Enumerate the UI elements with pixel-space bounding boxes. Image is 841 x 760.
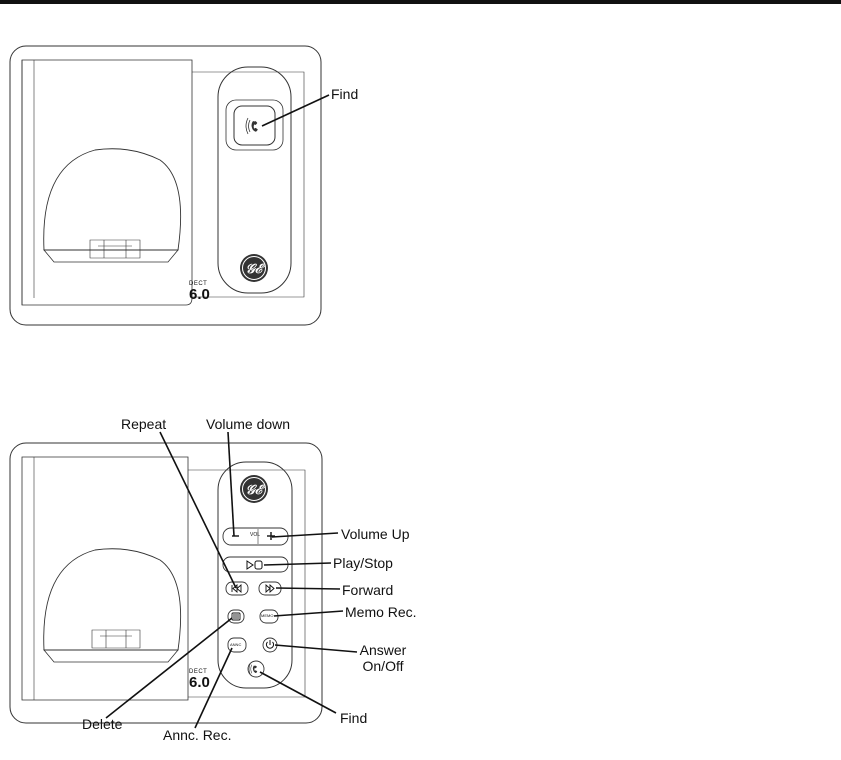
ge-logo-icon xyxy=(240,475,268,503)
leader-memo-rec xyxy=(274,611,343,616)
leader-forward xyxy=(276,588,340,589)
label-answer-on-off: Answer On/Off xyxy=(357,642,409,674)
label-repeat: Repeat xyxy=(121,416,166,432)
plus-icon xyxy=(267,532,275,540)
leader-play-stop xyxy=(264,563,331,565)
leader-find-bottom xyxy=(260,672,336,713)
label-annc-rec: Annc. Rec. xyxy=(163,727,231,743)
base-top xyxy=(10,46,321,325)
label-find-bottom: Find xyxy=(340,710,367,726)
annc-button-text: ANNC xyxy=(230,643,241,647)
find-handset-icon xyxy=(246,118,258,134)
label-play-stop: Play/Stop xyxy=(333,555,393,571)
label-delete: Delete xyxy=(82,716,122,732)
memo-button-text: MEMO xyxy=(261,614,273,618)
play-stop-icon xyxy=(247,561,262,569)
handset-cradle xyxy=(44,149,181,250)
dect-badge-top: DECT 6.0 xyxy=(189,281,210,302)
vol-button-text: VOL xyxy=(250,533,260,538)
leader-answer xyxy=(275,645,357,652)
dect-big-text: 6.0 xyxy=(189,288,210,302)
leader-repeat xyxy=(160,432,236,588)
top-find-button-outline xyxy=(234,106,275,145)
ge-logo-icon xyxy=(240,254,268,282)
label-find-top: Find xyxy=(331,86,358,102)
label-volume-down: Volume down xyxy=(206,416,290,432)
leader-volume-down xyxy=(228,432,234,536)
delete-icon xyxy=(232,613,240,620)
skip-back-icon xyxy=(232,585,241,592)
label-volume-up: Volume Up xyxy=(341,526,409,542)
label-forward: Forward xyxy=(342,582,393,598)
label-memo-rec: Memo Rec. xyxy=(345,604,417,620)
power-icon xyxy=(266,640,273,648)
find-handset-icon xyxy=(249,663,257,674)
handset-cradle-bottom xyxy=(44,549,181,650)
skip-forward-icon xyxy=(266,585,274,592)
dect-badge-bottom: DECT 6.0 xyxy=(189,669,210,690)
dect-big-text: 6.0 xyxy=(189,676,210,690)
